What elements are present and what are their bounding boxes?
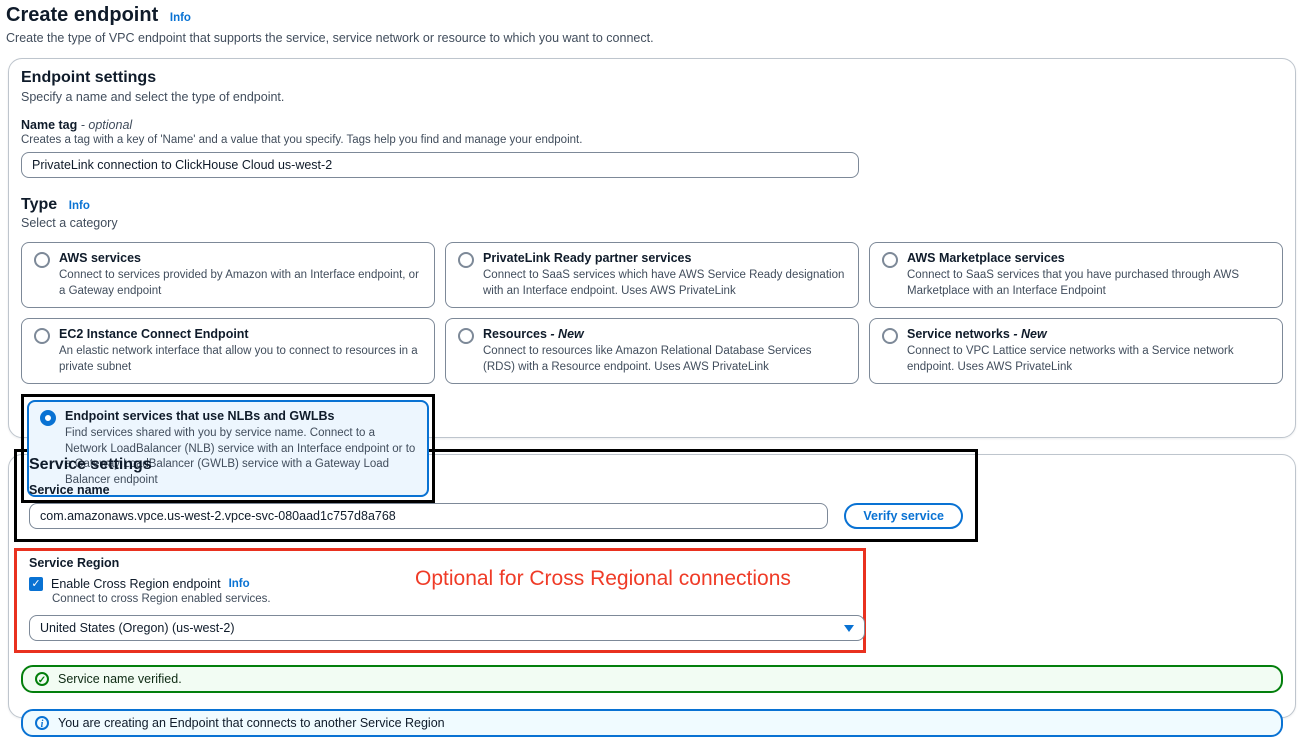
tile-title-new-badge: - New — [550, 327, 584, 342]
annotation-box-service-settings: Service settings Service name Verify ser… — [14, 449, 978, 542]
cross-region-info-link[interactable]: Info — [228, 578, 250, 590]
tile-description: Connect to SaaS services which have AWS … — [483, 269, 845, 297]
cross-region-checkbox[interactable]: ✓ — [29, 577, 43, 591]
tile-content: Resources - New Connect to resources lik… — [483, 327, 846, 375]
cross-region-checkbox-label: Enable Cross Region endpoint — [51, 577, 221, 591]
check-circle-icon: ✓ — [35, 672, 49, 686]
tile-title-new-badge: - New — [1013, 327, 1047, 342]
name-tag-label-text: Name tag — [21, 118, 78, 132]
cross-region-checkbox-row: ✓ Enable Cross Region endpoint Info — [29, 577, 863, 591]
tile-endpoint-services-nlb-gwlb[interactable]: Endpoint services that use NLBs and GWLB… — [27, 400, 429, 498]
type-info-link[interactable]: Info — [68, 200, 90, 212]
type-heading-row: Type Info — [21, 196, 1283, 214]
tile-title: AWS Marketplace services — [907, 251, 1065, 265]
tile-title: Resources - New — [483, 327, 846, 341]
tile-description: Connect to services provided by Amazon w… — [59, 269, 419, 297]
tile-description: An elastic network interface that allow … — [59, 345, 418, 373]
tile-title: EC2 Instance Connect Endpoint — [59, 327, 249, 342]
service-name-row: Verify service — [29, 503, 963, 529]
tile-description: Find services shared with you by service… — [65, 427, 416, 486]
tile-title-text: Resources — [483, 327, 547, 342]
tile-title: Endpoint services that use NLBs and GWLB… — [65, 409, 335, 424]
type-tile-grid: AWS services Connect to services provide… — [21, 242, 1283, 504]
tile-content: AWS services Connect to services provide… — [59, 251, 422, 299]
service-verified-alert-text: Service name verified. — [58, 672, 182, 686]
name-tag-optional: - optional — [77, 118, 133, 132]
page-header: Create endpoint Info Create the type of … — [0, 0, 1304, 45]
tile-description: Connect to resources like Amazon Relatio… — [483, 345, 812, 373]
radio-icon[interactable] — [34, 252, 50, 268]
service-settings-heading: Service settings — [29, 456, 152, 473]
type-heading: Type — [21, 196, 58, 213]
radio-icon[interactable] — [882, 328, 898, 345]
radio-selected-icon[interactable] — [40, 410, 56, 427]
annotation-box-selected-tile: Endpoint services that use NLBs and GWLB… — [21, 394, 435, 504]
tile-title: PrivateLink Ready partner services — [483, 251, 692, 265]
tile-resources[interactable]: Resources - New Connect to resources lik… — [445, 318, 859, 385]
name-tag-input[interactable] — [21, 152, 859, 178]
service-verified-alert: ✓ Service name verified. — [21, 665, 1283, 693]
tile-title: Service networks - New — [907, 327, 1270, 341]
annotation-box-service-region: Optional for Cross Regional connections … — [14, 548, 866, 653]
red-annotation-text: Optional for Cross Regional connections — [415, 567, 791, 590]
page-title-info-link[interactable]: Info — [169, 12, 191, 24]
tile-title: AWS services — [59, 251, 141, 265]
tile-service-networks[interactable]: Service networks - New Connect to VPC La… — [869, 318, 1283, 385]
service-name-input[interactable] — [29, 503, 829, 529]
page-subtitle: Create the type of VPC endpoint that sup… — [6, 31, 654, 45]
cross-region-info-alert-text: You are creating an Endpoint that connec… — [58, 716, 445, 730]
tile-content: Endpoint services that use NLBs and GWLB… — [65, 409, 416, 488]
tile-description: Connect to SaaS services that you have p… — [907, 269, 1239, 297]
tile-title-text: Service networks — [907, 327, 1010, 342]
tile-content: EC2 Instance Connect Endpoint An elastic… — [59, 327, 422, 375]
tile-description: Connect to VPC Lattice service networks … — [907, 345, 1234, 373]
tile-aws-services[interactable]: AWS services Connect to services provide… — [21, 242, 435, 309]
tile-content: Service networks - New Connect to VPC La… — [907, 327, 1270, 375]
tile-content: AWS Marketplace services Connect to SaaS… — [907, 251, 1270, 299]
radio-icon[interactable] — [458, 252, 474, 268]
tile-aws-marketplace-services[interactable]: AWS Marketplace services Connect to SaaS… — [869, 242, 1283, 309]
tile-privatelink-ready-partner-services[interactable]: PrivateLink Ready partner services Conne… — [445, 242, 859, 309]
endpoint-settings-panel: Endpoint settings Specify a name and sel… — [8, 58, 1296, 504]
service-region-select[interactable]: United States (Oregon) (us-west-2) — [29, 615, 865, 641]
service-region-selected-value: United States (Oregon) (us-west-2) — [40, 621, 235, 635]
endpoint-settings-heading: Endpoint settings — [21, 69, 157, 86]
verify-service-button[interactable]: Verify service — [844, 503, 963, 529]
cross-region-info-alert: i You are creating an Endpoint that conn… — [21, 709, 1283, 737]
radio-icon[interactable] — [458, 328, 474, 345]
endpoint-settings-description: Specify a name and select the type of en… — [21, 90, 285, 104]
tile-ec2-instance-connect-endpoint[interactable]: EC2 Instance Connect Endpoint An elastic… — [21, 318, 435, 385]
type-description: Select a category — [21, 216, 118, 230]
cross-region-checkbox-help: Connect to cross Region enabled services… — [52, 593, 271, 605]
tile-content: PrivateLink Ready partner services Conne… — [483, 251, 846, 299]
radio-icon[interactable] — [34, 328, 50, 345]
radio-icon[interactable] — [882, 252, 898, 268]
name-tag-label: Name tag - optional — [21, 118, 1283, 132]
service-region-label: Service Region — [29, 556, 120, 570]
caret-down-icon — [844, 624, 854, 632]
name-tag-help: Creates a tag with a key of 'Name' and a… — [21, 134, 583, 146]
service-name-label: Service name — [29, 483, 110, 497]
info-circle-icon: i — [35, 716, 49, 730]
page-title: Create endpoint — [6, 4, 159, 26]
